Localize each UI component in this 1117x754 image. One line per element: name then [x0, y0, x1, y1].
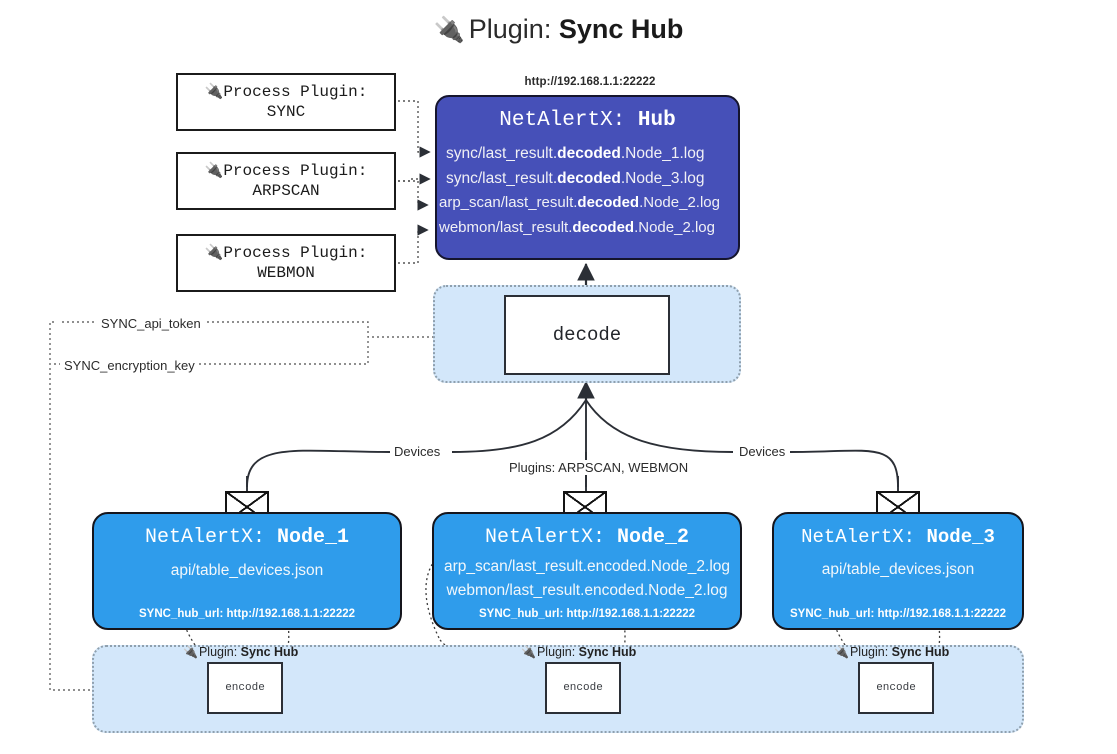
node-title-name: Node_2 [617, 526, 690, 549]
log-post: .Node_3.log [620, 170, 705, 188]
node-title-name: Node_3 [926, 526, 995, 548]
label-plugins: Plugins: ARPSCAN, WEBMON [505, 460, 693, 475]
encode-plugin-caption: 🔌Plugin: Sync Hub [834, 645, 949, 659]
plug-icon: 🔌 [433, 16, 465, 44]
page-title: 🔌Plugin: Sync Hub [0, 14, 1117, 45]
title-prefix: Plugin: [468, 14, 552, 44]
node-card-node-3[interactable]: NetAlertX: Node_3 api/table_devices.json… [772, 512, 1024, 630]
hub-title-prefix: NetAlertX: [499, 109, 626, 132]
log-pre: arp_scan/last_result. [439, 194, 578, 212]
process-plugin-name: WEBMON [257, 264, 315, 282]
log-mid: decoded [557, 145, 621, 162]
node-line: api/table_devices.json [170, 562, 324, 579]
hub-log-item: sync/last_result.decoded.Node_1.log [437, 141, 738, 166]
node-line-list: api/table_devices.json [774, 558, 1022, 582]
node-title: NetAlertX: Node_3 [774, 526, 1022, 548]
hub-log-item: sync/last_result.decoded.Node_3.log [437, 166, 738, 191]
log-mid: decoded [577, 194, 640, 212]
caption-prefix: Plugin: [536, 645, 576, 659]
hub-title: NetAlertX: Hub [437, 109, 738, 132]
log-pre: sync/last_result. [446, 145, 558, 162]
caption-name: Sync Hub [891, 645, 950, 659]
node-card-node-1[interactable]: NetAlertX: Node_1 api/table_devices.json… [92, 512, 402, 630]
hub-url-label: http://192.168.1.1:22222 [524, 76, 656, 88]
log-mid: decoded [557, 170, 621, 188]
plug-icon: 🔌 [204, 81, 224, 100]
encode-plugin-caption: 🔌Plugin: Sync Hub [521, 645, 636, 659]
node-card-node-2[interactable]: NetAlertX: Node_2 arp_scan/last_result.e… [432, 512, 742, 630]
encode-plugin-caption: 🔌Plugin: Sync Hub [183, 645, 298, 659]
title-name: Sync Hub [558, 14, 684, 44]
process-plugin-sync[interactable]: 🔌Process Plugin: SYNC [176, 73, 396, 131]
label-sync-encryption-key: SYNC_encryption_key [60, 358, 199, 373]
encode-box-node-3[interactable]: encode [858, 662, 934, 714]
node-title-prefix: NetAlertX: [484, 526, 605, 549]
node-title: NetAlertX: Node_2 [434, 526, 740, 549]
node-line: webmon/last_result.encoded.Node_2.log [446, 582, 728, 600]
node-hub-url: SYNC_hub_url: http://192.168.1.1:22222 [138, 608, 356, 620]
log-pre: sync/last_result. [446, 170, 558, 188]
process-plugin-name: SYNC [266, 103, 306, 121]
node-title-name: Node_1 [277, 526, 350, 549]
node-title-prefix: NetAlertX: [144, 526, 265, 549]
hub-card[interactable]: NetAlertX: Hub sync/last_result.decoded.… [435, 95, 740, 260]
hub-title-name: Hub [637, 109, 676, 132]
process-plugin-webmon[interactable]: 🔌Process Plugin: WEBMON [176, 234, 396, 292]
plug-icon: 🔌 [204, 242, 224, 261]
label-sync-api-token: SYNC_api_token [97, 316, 205, 331]
caption-name: Sync Hub [240, 645, 299, 659]
hub-log-item: arp_scan/last_result.decoded.Node_2.log [437, 191, 738, 215]
node-line-list: api/table_devices.json [94, 559, 400, 583]
label-devices-left: Devices [390, 444, 445, 459]
plug-icon: 🔌 [521, 645, 536, 659]
caption-prefix: Plugin: [849, 645, 889, 659]
encode-box-node-1[interactable]: encode [207, 662, 283, 714]
label-devices-right: Devices [735, 444, 790, 459]
caption-prefix: Plugin: [198, 645, 238, 659]
node-line-list: arp_scan/last_result.encoded.Node_2.log … [434, 555, 740, 603]
decode-box[interactable]: decode [504, 295, 670, 375]
node-title: NetAlertX: Node_1 [94, 526, 400, 549]
plug-icon: 🔌 [183, 645, 198, 659]
caption-name: Sync Hub [578, 645, 637, 659]
process-plugin-label: Process Plugin: [223, 82, 368, 101]
node-title-prefix: NetAlertX: [801, 526, 916, 548]
log-mid: decoded [572, 218, 635, 236]
log-pre: webmon/last_result. [439, 218, 573, 236]
process-plugin-name: ARPSCAN [252, 182, 320, 200]
process-plugin-arpscan[interactable]: 🔌Process Plugin: ARPSCAN [176, 152, 396, 210]
plug-icon: 🔌 [834, 645, 849, 659]
node-hub-url: SYNC_hub_url: http://192.168.1.1:22222 [789, 608, 1007, 620]
hub-log-item: webmon/last_result.decoded.Node_2.log [437, 216, 738, 240]
hub-log-list: sync/last_result.decoded.Node_1.log sync… [437, 141, 738, 240]
node-hub-url: SYNC_hub_url: http://192.168.1.1:22222 [478, 608, 696, 620]
log-post: .Node_2.log [639, 194, 720, 212]
node-line: arp_scan/last_result.encoded.Node_2.log [443, 558, 731, 575]
node-line: api/table_devices.json [821, 561, 975, 578]
plug-icon: 🔌 [204, 160, 224, 179]
log-post: .Node_1.log [620, 145, 705, 162]
encode-box-node-2[interactable]: encode [545, 662, 621, 714]
log-post: .Node_2.log [634, 218, 715, 236]
process-plugin-label: Process Plugin: [223, 243, 368, 262]
process-plugin-label: Process Plugin: [223, 161, 368, 180]
